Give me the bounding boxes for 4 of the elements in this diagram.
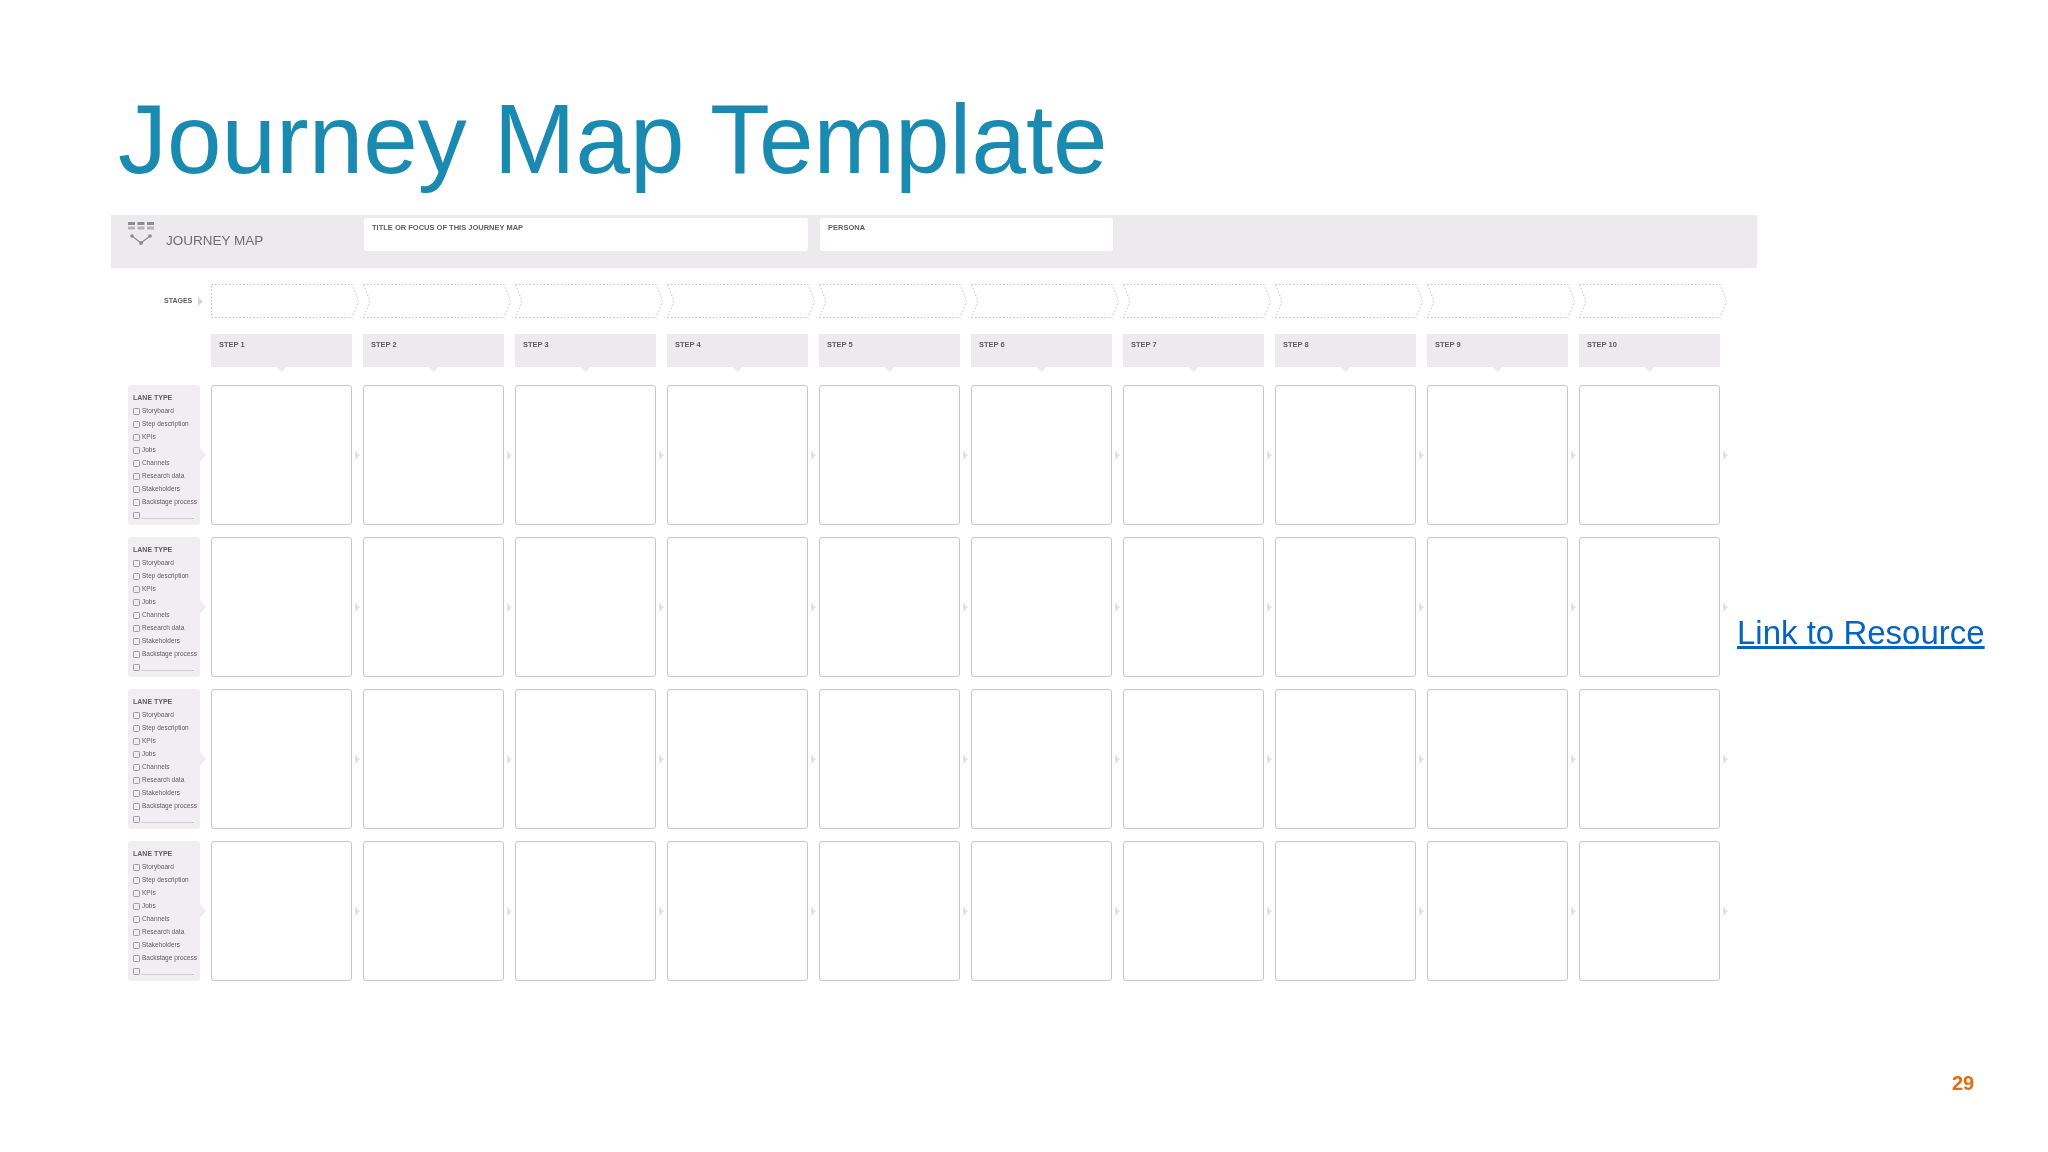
slide-title: Journey Map Template bbox=[118, 83, 1108, 196]
header-title: JOURNEY MAP bbox=[166, 233, 264, 250]
resource-link: Link to Resource bbox=[1737, 613, 1985, 653]
page-number: 29 bbox=[1952, 1071, 1975, 1095]
